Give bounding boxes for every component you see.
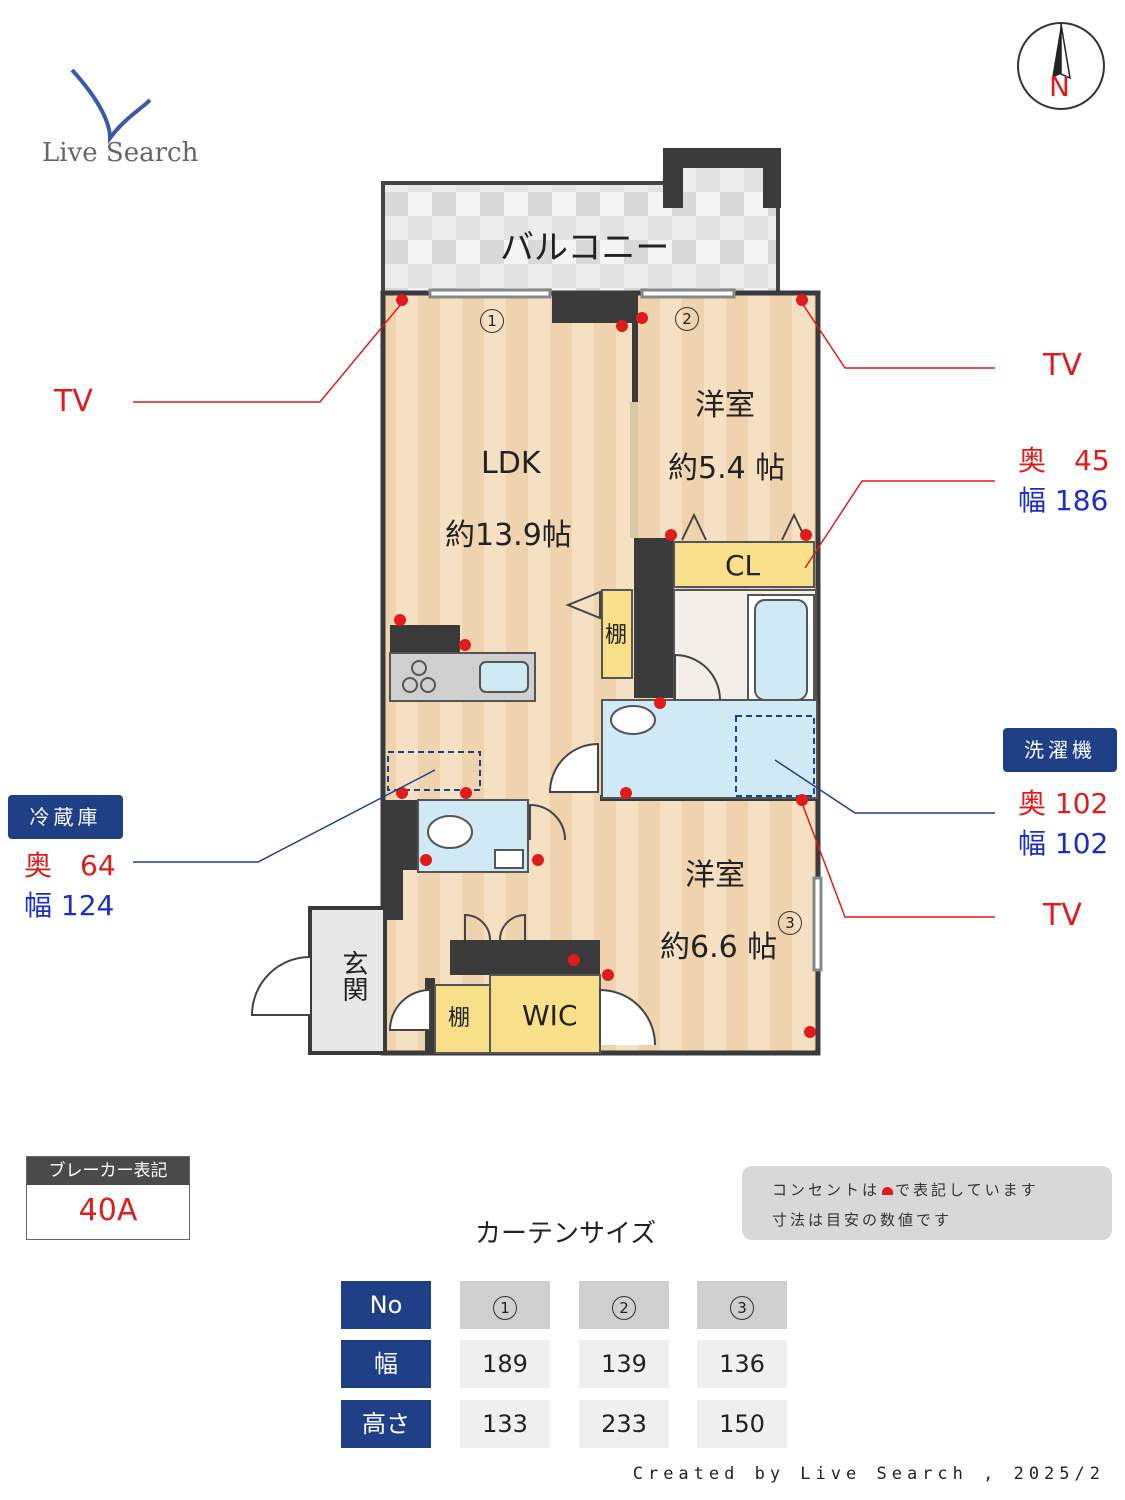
curtain-header-width: 幅: [341, 1340, 431, 1388]
breaker-title: ブレーカー表記: [27, 1157, 189, 1185]
entrance-label: 玄関: [338, 950, 368, 1002]
washer-space: [735, 715, 815, 797]
entrance-area: [308, 906, 387, 1055]
curtain-height-1: 133: [460, 1400, 550, 1448]
windows: [428, 288, 823, 972]
ldk-label: LDK: [481, 446, 541, 481]
shelf1-label: 棚: [605, 623, 628, 648]
west1-size: 約5.4 帖: [668, 451, 786, 486]
kitchen-sink: [479, 661, 529, 693]
breaker-value: 40A: [78, 1193, 138, 1228]
west2-label: 洋室: [685, 858, 745, 893]
note-line1: コンセントは: [772, 1181, 881, 1199]
bathtub: [754, 599, 808, 701]
note-line2: 寸法は目安の数値です: [772, 1211, 953, 1229]
curtain-width-3: 136: [697, 1340, 787, 1388]
compass: [1017, 22, 1105, 110]
closet-cl: [673, 541, 815, 588]
window-mark-3: 3: [778, 911, 802, 935]
ldk-size: 約13.9帖: [445, 518, 572, 553]
floor-plan: [70, 22, 1105, 1056]
curtain-title: カーテンサイズ: [475, 1219, 657, 1249]
fridge-tag: 冷蔵庫: [8, 795, 123, 839]
curtain-header-no: No: [341, 1281, 431, 1329]
tv-label-right-bottom: TV: [1043, 898, 1082, 933]
curtain-no-3: 3: [697, 1281, 787, 1329]
note-line1b: で表記しています: [895, 1181, 1039, 1199]
footer-credit: Created by Live Search , 2025/2: [632, 1464, 1105, 1484]
curtain-no-2: 2: [579, 1281, 669, 1329]
shelf2-label: 棚: [448, 1006, 471, 1031]
curtain-width-1: 189: [460, 1340, 550, 1388]
closet-label: CL: [725, 549, 761, 582]
sink: [610, 705, 656, 735]
balcony-label: バルコニー: [500, 228, 670, 268]
closet-depth: 奥 45: [1018, 444, 1110, 477]
shelf-entrance: [434, 984, 491, 1054]
door-swings: [250, 512, 807, 1046]
curtain-header-height: 高さ: [341, 1400, 431, 1448]
curtain-width-2: 139: [579, 1340, 669, 1388]
compass-label: N: [1049, 70, 1070, 103]
fridge-width: 幅 124: [24, 889, 115, 922]
tv-label-right-top: TV: [1043, 348, 1082, 383]
outlet-legend-icon: [882, 1187, 894, 1195]
note-box: コンセントはで表記しています 寸法は目安の数値です: [742, 1166, 1112, 1240]
curtain-height-2: 233: [579, 1400, 669, 1448]
wic-room: [489, 974, 601, 1054]
wic-label: WIC: [522, 999, 578, 1032]
washer-tag: 洗濯機: [1003, 728, 1117, 772]
balcony: [381, 148, 781, 295]
curtain-height-3: 150: [697, 1400, 787, 1448]
leader-lines: [133, 302, 995, 918]
window-mark-1: 1: [480, 309, 504, 333]
outlets: [394, 294, 816, 1038]
fridge-space: [387, 751, 481, 791]
shelf-ldk: [601, 589, 633, 679]
closet-width: 幅 186: [1018, 484, 1109, 517]
tv-label-left: TV: [54, 384, 93, 419]
logo-mark-icon: [70, 68, 152, 144]
washer-width: 幅 102: [1018, 827, 1109, 860]
window-mark-2: 2: [675, 307, 699, 331]
breaker-box: ブレーカー表記 40A: [26, 1156, 190, 1240]
west2-size: 約6.6 帖: [660, 930, 778, 965]
fridge-depth: 奥 64: [24, 849, 116, 882]
washer-depth: 奥 102: [1018, 787, 1109, 820]
curtain-no-1: 1: [460, 1281, 550, 1329]
west1-label: 洋室: [695, 388, 755, 423]
logo-text: Live Search: [42, 138, 199, 168]
sliding-door: [630, 402, 638, 538]
